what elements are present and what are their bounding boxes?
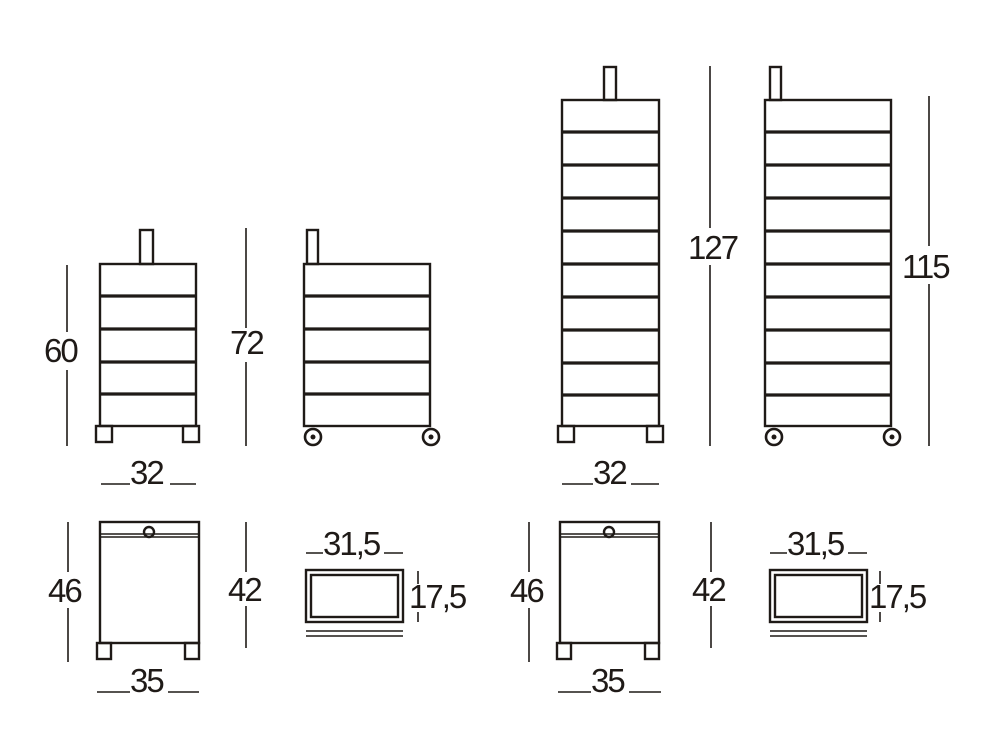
handle-post (768, 65, 783, 102)
foot-right (181, 424, 201, 444)
small-plan-width-35-dimension: 35 (97, 662, 199, 699)
dim-label-tall-plan-depth-inner: 42 (692, 571, 725, 608)
handle-post (305, 228, 320, 266)
cabinet-body (302, 262, 432, 428)
small-plan-depth-42-dimension: 42 (228, 522, 263, 648)
tall-height-127-dimension: 127 (688, 66, 740, 446)
small-drawer-depth-dimension: 17,5 (409, 571, 468, 622)
castor-right (882, 427, 902, 447)
dim-label-tall-fixed-height: 115 (902, 248, 949, 285)
foot-right (645, 424, 665, 444)
small-width-32-dimension: 32 (101, 454, 196, 491)
handle-post (138, 228, 155, 266)
tall-height-115-dimension: 115 (902, 96, 951, 446)
tray-outer (304, 568, 405, 624)
plan-foot-right (183, 641, 201, 661)
small-unit-front-feet (94, 228, 201, 444)
cabinet-body (98, 262, 198, 428)
plan-body (558, 520, 661, 645)
dim-label-small-drawer-depth: 17,5 (409, 578, 466, 615)
small-unit-plan (95, 520, 201, 661)
tall-unit-plan (555, 520, 661, 661)
tall-drawer-width-dimension: 31,5 (770, 525, 867, 562)
dim-label-small-plan-width: 35 (130, 662, 163, 699)
tray-inner (309, 573, 400, 619)
small-plan-depth-46-dimension: 46 (48, 522, 83, 662)
dim-label-small-castor-height: 72 (230, 324, 263, 361)
foot-left (556, 424, 576, 444)
dim-label-small-width: 32 (130, 454, 163, 491)
tall-plan-depth-42-dimension: 42 (692, 522, 727, 648)
dim-label-tall-plan-depth: 46 (510, 572, 543, 609)
tray-inner (773, 573, 864, 619)
castor-left (303, 427, 323, 447)
handle-hole (142, 525, 156, 539)
tray-outer (768, 568, 869, 624)
dim-label-tall-drawer-width: 31,5 (787, 525, 844, 562)
dim-label-tall-drawer-depth: 17,5 (869, 578, 926, 615)
small-drawer-width-dimension: 31,5 (306, 525, 403, 562)
tall-drawer-tray (768, 568, 869, 637)
castor-left (764, 427, 784, 447)
dim-label-tall-width: 32 (593, 454, 626, 491)
castor-right (421, 427, 441, 447)
plan-foot-right (643, 641, 661, 661)
plan-foot-left (95, 641, 113, 661)
plan-foot-left (555, 641, 573, 661)
tall-unit-front-feet (556, 65, 665, 444)
small-height-72-dimension: 72 (230, 228, 265, 446)
handle-post (602, 65, 618, 102)
dim-label-small-fixed-height: 60 (44, 332, 78, 369)
small-unit-front-castors (302, 228, 441, 447)
dim-label-small-drawer-width: 31,5 (323, 525, 380, 562)
tall-drawer-depth-dimension: 17,5 (869, 571, 928, 622)
small-drawer-tray (304, 568, 405, 637)
tall-width-32-dimension: 32 (562, 454, 659, 491)
tall-unit-front-castors (763, 65, 902, 447)
dim-label-small-plan-depth-inner: 42 (228, 571, 261, 608)
foot-left (94, 424, 114, 444)
dim-label-small-plan-depth: 46 (48, 572, 81, 609)
dim-label-tall-castor-height: 127 (688, 229, 738, 266)
small-height-60-dimension: 60 (44, 265, 80, 446)
tall-plan-width-35-dimension: 35 (558, 662, 661, 699)
handle-hole (602, 525, 616, 539)
plan-body (98, 520, 201, 645)
tall-plan-depth-46-dimension: 46 (510, 522, 545, 662)
dim-label-tall-plan-width: 35 (591, 662, 624, 699)
